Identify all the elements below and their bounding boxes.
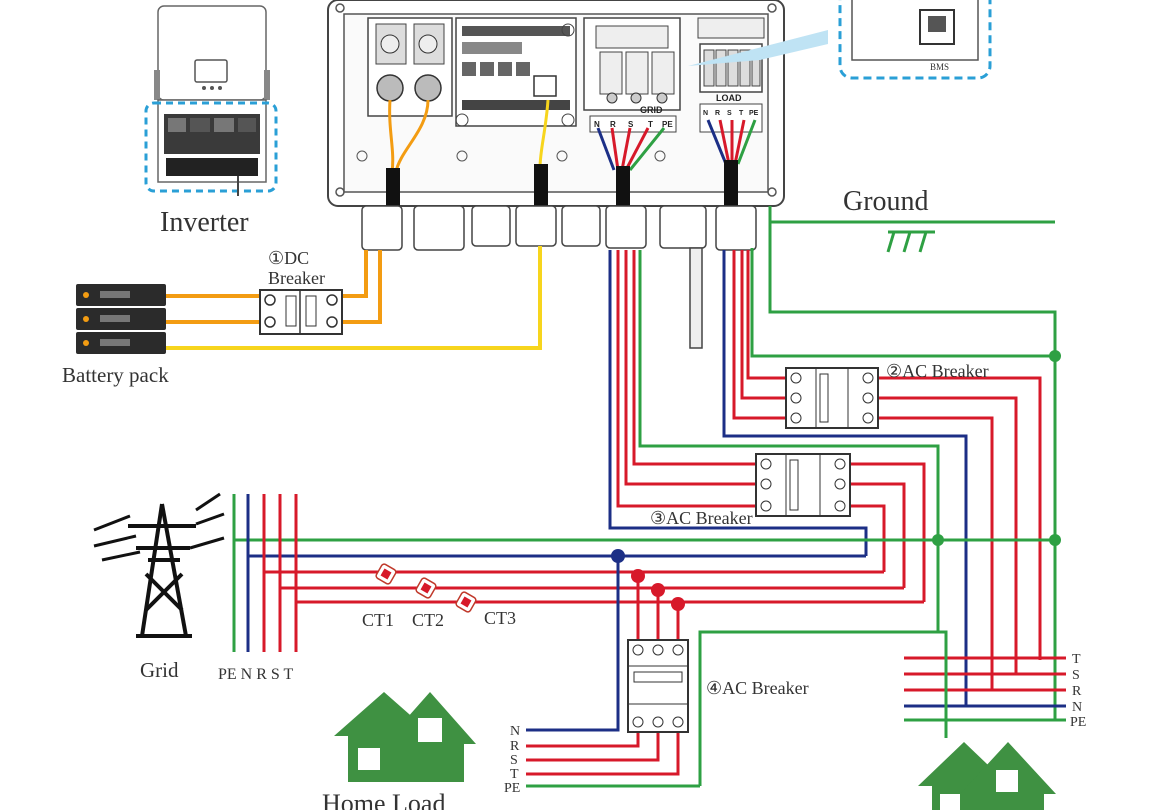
battery-pack-label: Battery pack <box>62 363 169 387</box>
right-line-r: R <box>1072 684 1082 699</box>
grid-pin-r: R <box>610 120 616 129</box>
ac-breaker-4 <box>627 639 689 733</box>
inverter-internal-wires <box>386 99 757 208</box>
communication-board <box>455 17 577 127</box>
bms-label: BMS <box>930 62 949 72</box>
ct2-label: CT2 <box>412 610 444 630</box>
dc-breaker-label: ①DC Breaker <box>268 248 325 288</box>
ct3-label: CT3 <box>484 608 516 628</box>
ct1-icon <box>375 563 397 585</box>
right-load-line-labels: T S R N PE <box>1070 652 1086 730</box>
home-line-n: N <box>510 724 520 739</box>
home-load-house-icon <box>334 692 476 782</box>
ground-label: Ground <box>843 186 929 217</box>
grid-tower-icon <box>93 492 225 638</box>
ct3-icon <box>455 591 477 613</box>
inverter-wiring-box: GRID N R S T PE LOAD N R S T PE <box>327 0 785 207</box>
junction-dots <box>611 350 1061 611</box>
battery-pack <box>76 284 166 354</box>
inverter-label: Inverter <box>160 207 249 238</box>
load-terminal-pins: N R S T PE <box>703 110 759 117</box>
home-load-line-labels: N R S T PE <box>504 724 520 796</box>
inverter-illustration <box>144 5 278 196</box>
ac-wiring <box>232 206 1066 788</box>
home-line-t: T <box>510 767 519 782</box>
grid-pin-s: S <box>628 120 634 129</box>
ac-breaker-3 <box>755 453 851 517</box>
ct1-label: CT1 <box>362 610 394 630</box>
home-line-r: R <box>510 739 520 754</box>
grid-terminal-label: GRID <box>640 105 663 115</box>
dc-breaker-label-line2: Breaker <box>268 268 325 288</box>
dc-breaker <box>259 289 343 335</box>
right-line-n: N <box>1072 700 1082 715</box>
right-line-t: T <box>1072 652 1081 667</box>
cable-glands <box>361 205 757 349</box>
ground-icon <box>886 230 935 253</box>
load-pin-r: R <box>715 110 720 117</box>
right-line-pe: PE <box>1070 715 1086 730</box>
right-line-s: S <box>1072 668 1080 683</box>
ac-breaker-4-label: ④AC Breaker <box>706 678 809 698</box>
ac-breaker-2-label: ②AC Breaker <box>886 361 989 381</box>
ac-breaker-3-label: ③AC Breaker <box>650 508 753 528</box>
bms-panel <box>688 0 992 80</box>
grid-pin-n: N <box>594 120 600 129</box>
dc-breaker-label-line1: ①DC <box>268 248 309 268</box>
ct2-icon <box>415 577 437 599</box>
load-pin-t: T <box>739 110 744 117</box>
battery-terminal-block <box>367 17 453 117</box>
grid-terminal-pins: N R S T PE <box>594 120 673 129</box>
ac-breaker-2 <box>785 367 879 429</box>
grid-terminal-block <box>583 17 681 133</box>
load-pin-s: S <box>727 110 732 117</box>
grid-label: Grid <box>140 658 179 682</box>
home-line-pe: PE <box>504 781 520 796</box>
load-pin-pe: PE <box>749 110 759 117</box>
load-pin-n: N <box>703 110 708 117</box>
home-line-s: S <box>510 753 518 768</box>
grid-pin-pe: PE <box>662 120 673 129</box>
right-house-icon <box>918 742 1056 810</box>
ct-sensors <box>375 563 477 613</box>
grid-pin-t: T <box>648 120 653 129</box>
home-load-label: Home Load <box>322 789 445 810</box>
battery-wires <box>166 246 542 350</box>
load-terminal-block <box>697 17 765 133</box>
grid-lines-label: PE N R S T <box>218 666 294 683</box>
load-terminal-label: LOAD <box>716 93 742 103</box>
